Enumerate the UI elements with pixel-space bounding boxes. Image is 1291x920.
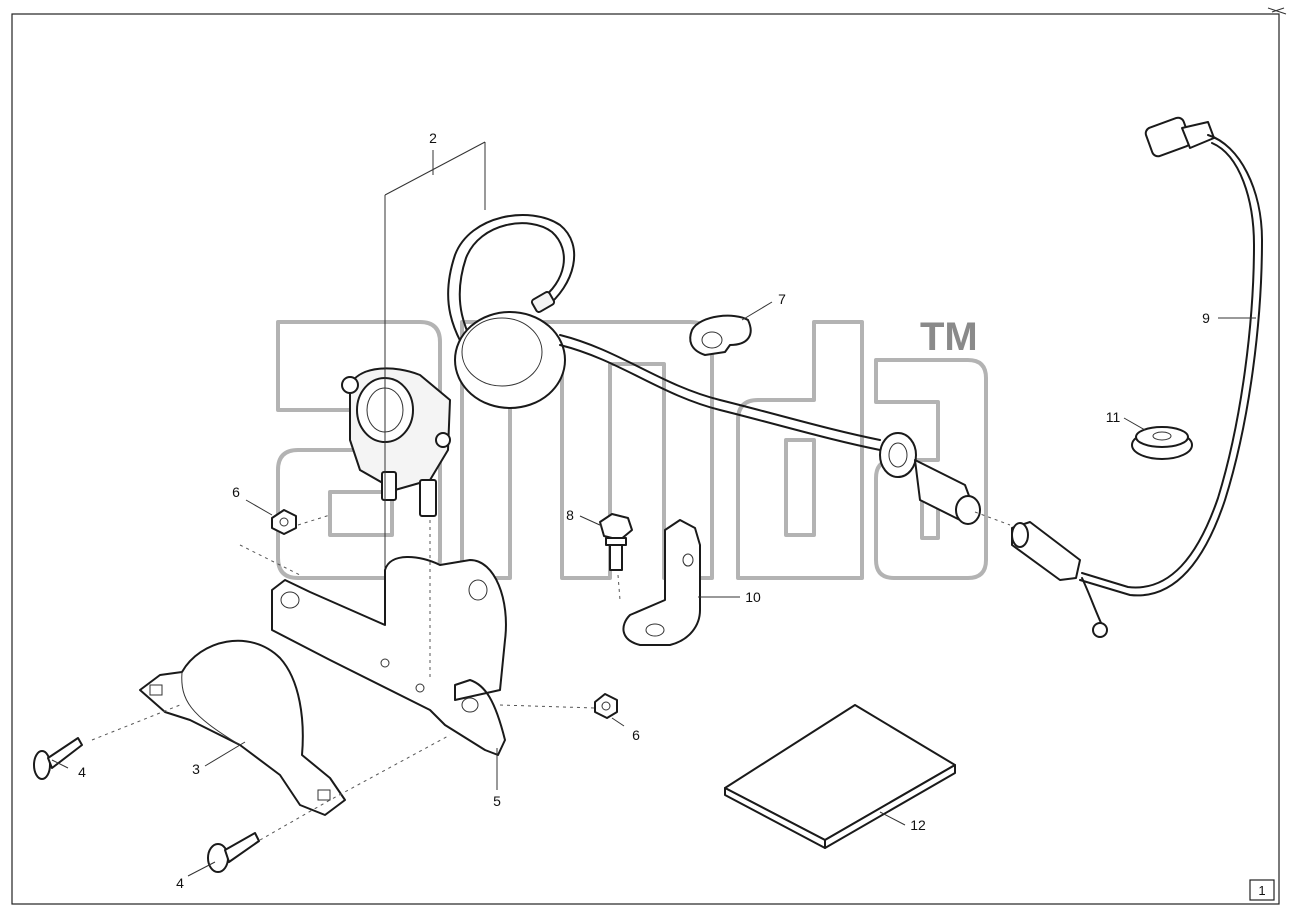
corner-mark-icon bbox=[1267, 7, 1287, 15]
callout-7: 7 bbox=[778, 291, 786, 307]
watermark-trademark: TM bbox=[920, 315, 978, 359]
callout-8: 8 bbox=[566, 507, 574, 523]
part-3-saddle-clamp bbox=[139, 639, 346, 816]
part-6-nut-lower bbox=[594, 693, 618, 719]
watermark-logo: TM bbox=[276, 315, 988, 580]
callout-4-lower: 4 bbox=[176, 875, 184, 891]
part-9-extension-cable bbox=[1011, 116, 1263, 638]
callout-2: 2 bbox=[429, 130, 437, 146]
page-number-box: 1 bbox=[1249, 879, 1275, 901]
leader-lines bbox=[51, 301, 1256, 877]
callout-6-upper: 6 bbox=[232, 484, 240, 500]
part-4-bolt-lower bbox=[207, 832, 260, 873]
assembly-lines bbox=[91, 511, 1011, 841]
callout-10: 10 bbox=[745, 589, 761, 605]
callout-12: 12 bbox=[910, 817, 926, 833]
callout-11: 11 bbox=[1106, 409, 1121, 425]
part-12-pad bbox=[724, 704, 956, 849]
part-8-hex-bolt bbox=[599, 513, 633, 571]
part-11-grommet bbox=[1131, 426, 1193, 460]
part-7-cable-clip bbox=[689, 314, 752, 356]
page-frame bbox=[11, 13, 1280, 905]
page-number: 1 bbox=[1258, 883, 1265, 898]
part-10-angle-bracket bbox=[622, 519, 701, 646]
callout-5: 5 bbox=[493, 793, 501, 809]
callout-9: 9 bbox=[1202, 310, 1210, 326]
part-5-mounting-bracket bbox=[271, 556, 507, 756]
part-4-bolt-upper bbox=[33, 737, 83, 780]
callout-6-lower: 6 bbox=[632, 727, 640, 743]
part-2-sensor-assembly bbox=[341, 141, 981, 600]
part-6-nut-upper bbox=[271, 509, 297, 535]
callout-3: 3 bbox=[192, 761, 200, 777]
callout-4-upper: 4 bbox=[78, 764, 86, 780]
